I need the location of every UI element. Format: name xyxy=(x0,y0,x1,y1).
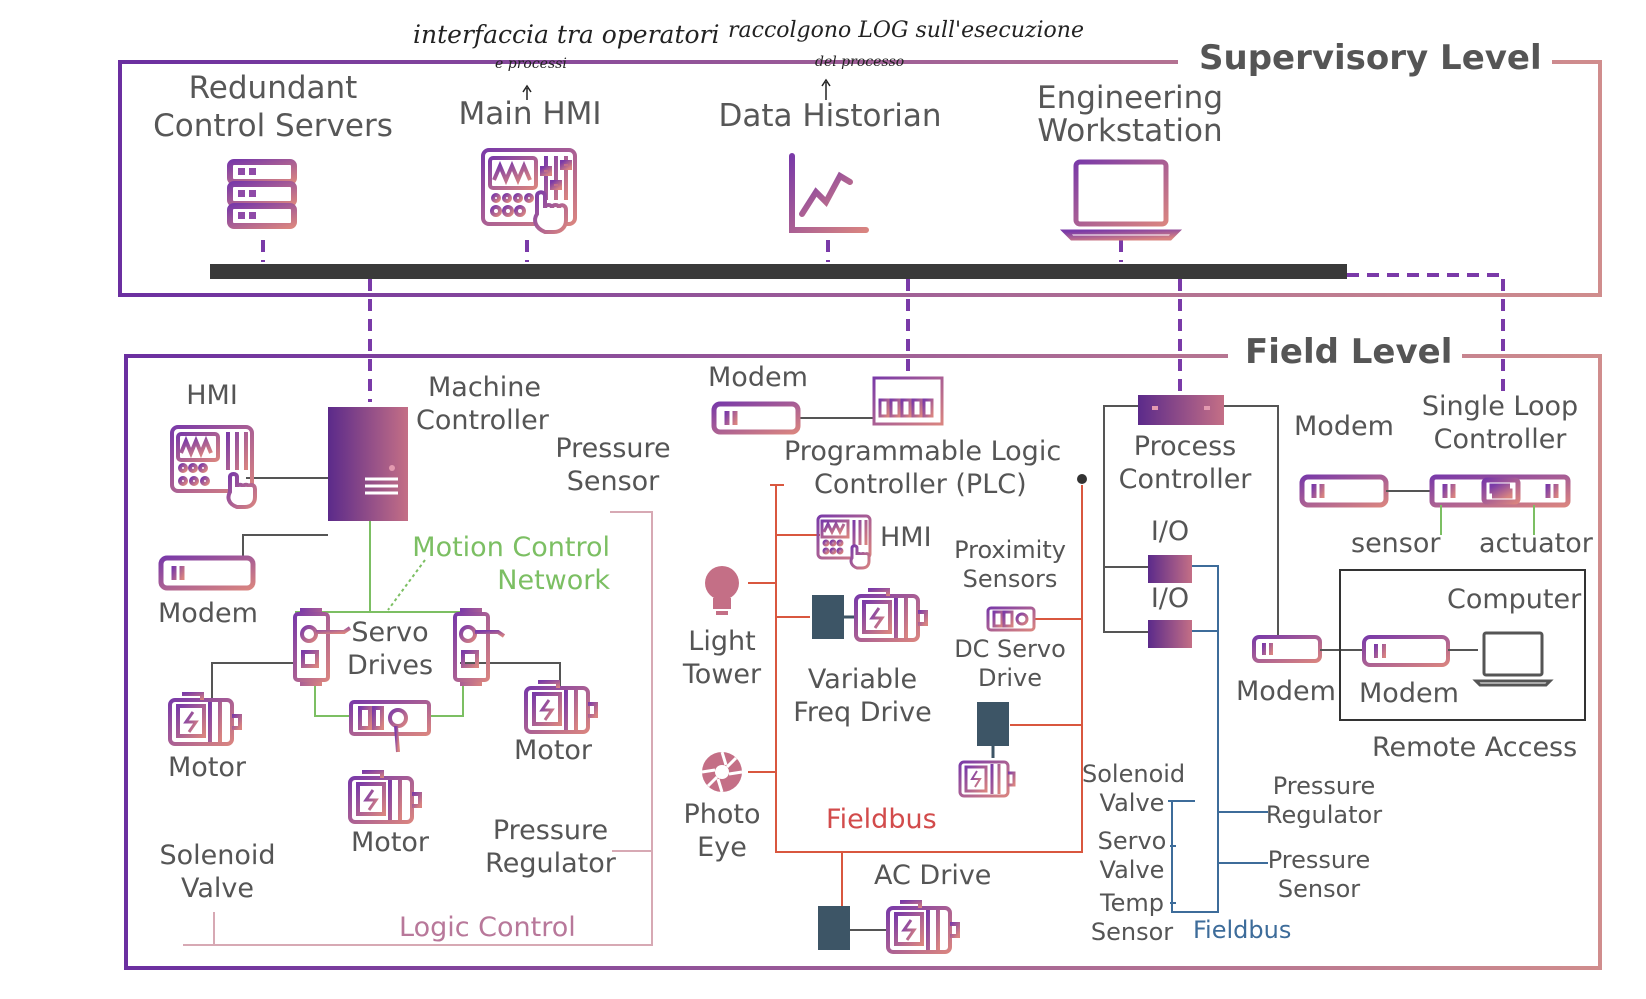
temp-sensor-label: Temp Sensor xyxy=(1090,889,1174,947)
modem-label-remote: Modem xyxy=(1359,678,1459,709)
modem-label-left: Modem xyxy=(158,598,258,629)
computer-laptop-icon xyxy=(1472,631,1554,687)
motor-icon-left xyxy=(168,692,242,746)
proximity-sensors-label: Proximity Sensors xyxy=(954,536,1066,594)
single-loop-io-links xyxy=(1440,505,1535,535)
hmi-panel-icon xyxy=(170,425,257,509)
main-hmi-label: Main HMI xyxy=(458,96,602,132)
computer-label: Computer xyxy=(1447,584,1582,615)
process-controller-box xyxy=(1138,395,1224,425)
motor-icon-right xyxy=(524,680,598,734)
servo-drive-icon-left xyxy=(293,608,352,686)
ac-drive-label: AC Drive xyxy=(874,860,992,891)
motor-label-right: Motor xyxy=(514,735,593,766)
actuator-label: actuator xyxy=(1479,528,1593,559)
server-stack-icon xyxy=(227,159,297,229)
vfd-label: Variable Freq Drive xyxy=(793,664,932,728)
modem-icon-single-loop xyxy=(1299,474,1389,508)
motor-label-bottom: Motor xyxy=(351,827,430,858)
io-label-1: I/O xyxy=(1150,516,1190,547)
modem-icon-left xyxy=(158,555,256,591)
hmi-label-plc: HMI xyxy=(880,522,932,553)
single-loop-controller-label: Single Loop Controller xyxy=(1421,391,1579,455)
process-controller-label: Process Controller xyxy=(1110,431,1260,497)
plc-label: Programmable Logic Controller (PLC) xyxy=(784,436,1062,502)
pressure-sensor-label-process: Pressure Sensor xyxy=(1267,846,1371,904)
bus-dashed-links xyxy=(261,240,1505,402)
machine-controller-vent-icon xyxy=(365,477,398,495)
redundant-servers-label: Redundant Control Servers xyxy=(153,70,393,144)
modem-icon-remote xyxy=(1362,635,1450,667)
process-fieldbus-links xyxy=(1168,565,1268,913)
modem-icon-process xyxy=(1252,635,1322,663)
process-controller-leds xyxy=(1152,406,1210,410)
historian-annotation-line1: raccolgono LOG sull'esecuzione xyxy=(728,18,1084,43)
motor-label-left: Motor xyxy=(168,752,247,783)
motor-icon-vfd xyxy=(854,588,928,642)
remote-access-label: Remote Access xyxy=(1372,732,1578,763)
io-module-1 xyxy=(1148,555,1192,583)
supervisory-frame xyxy=(118,60,1602,297)
machine-controller-label: Machine Controller xyxy=(416,372,549,436)
hmi-panel-icon-plc xyxy=(816,514,872,570)
hmi-label-left: HMI xyxy=(186,380,238,411)
field-frame xyxy=(124,354,1602,970)
light-tower-icon xyxy=(705,566,739,615)
light-tower-label: Light Tower xyxy=(682,626,762,690)
photo-eye-icon xyxy=(701,751,743,793)
controller-led xyxy=(389,465,395,471)
modem-label-plc: Modem xyxy=(708,362,808,393)
annotation-arrows xyxy=(522,78,831,100)
historian-annotation-line2: del processo xyxy=(815,54,905,70)
servo-valve-label: Servo Valve xyxy=(1097,827,1167,885)
fieldbus-label-process: Fieldbus xyxy=(1193,916,1292,944)
process-links xyxy=(1103,405,1279,636)
modem-label-single-loop: Modem xyxy=(1294,411,1394,442)
logic-control-links xyxy=(183,511,653,946)
servo-drive-icon-right xyxy=(453,608,506,686)
modem-label-process: Modem xyxy=(1236,676,1336,707)
dc-servo-drive-label: DC Servo Drive xyxy=(954,635,1066,693)
photo-eye-label: Photo Eye xyxy=(683,799,761,863)
data-historian-chart-icon xyxy=(789,153,869,233)
supervisory-level-title: Supervisory Level xyxy=(1189,38,1552,80)
engineering-workstation-label: Engineering Workstation xyxy=(1037,80,1223,149)
pressure-sensor-label-left: Pressure Sensor xyxy=(555,433,671,497)
ac-drive-controller-box xyxy=(818,906,850,950)
motion-control-network-label: Motion Control Network xyxy=(412,532,610,596)
fieldbus-label-plc: Fieldbus xyxy=(826,804,937,835)
vfd-controller-box xyxy=(812,595,844,639)
modem-icon-plc xyxy=(711,401,801,435)
hmi-annotation-line1: interfaccia tra operatori xyxy=(413,20,720,49)
sensor-label: sensor xyxy=(1351,528,1441,559)
plc-device-icon xyxy=(872,376,944,426)
single-loop-controller-icon xyxy=(1429,474,1571,508)
logic-control-label: Logic Control xyxy=(399,912,576,943)
left-gray-links xyxy=(211,477,561,698)
io-label-2: I/O xyxy=(1150,583,1190,614)
hmi-annotation-line2: e processi xyxy=(495,56,567,72)
dc-servo-controller-box xyxy=(977,702,1009,746)
pressure-regulator-label-left: Pressure Regulator xyxy=(485,815,616,879)
solenoid-valve-label-process: Solenoid Valve xyxy=(1082,760,1186,818)
motor-icon-bottom xyxy=(348,770,422,824)
motor-icon-ac-drive xyxy=(886,900,960,954)
motor-icon-dc-servo xyxy=(958,760,1016,798)
laptop-icon xyxy=(1059,159,1183,241)
io-module-2 xyxy=(1148,620,1192,648)
machine-controller-cabinet xyxy=(328,407,408,521)
servo-drive-icon-bottom xyxy=(349,700,431,753)
pressure-regulator-label-process: Pressure Regulator xyxy=(1265,772,1383,830)
proximity-sensor-icon xyxy=(986,601,1036,632)
plc-bus-endpoint xyxy=(1077,474,1087,484)
solenoid-valve-label-left: Solenoid Valve xyxy=(159,840,276,904)
main-hmi-panel-icon xyxy=(481,148,577,234)
field-level-title: Field Level xyxy=(1235,332,1463,374)
data-historian-label: Data Historian xyxy=(718,98,942,134)
servo-drives-label: Servo Drives xyxy=(346,617,434,681)
remote-access-frame xyxy=(1339,569,1586,721)
supervisory-network-bus xyxy=(210,264,1347,279)
